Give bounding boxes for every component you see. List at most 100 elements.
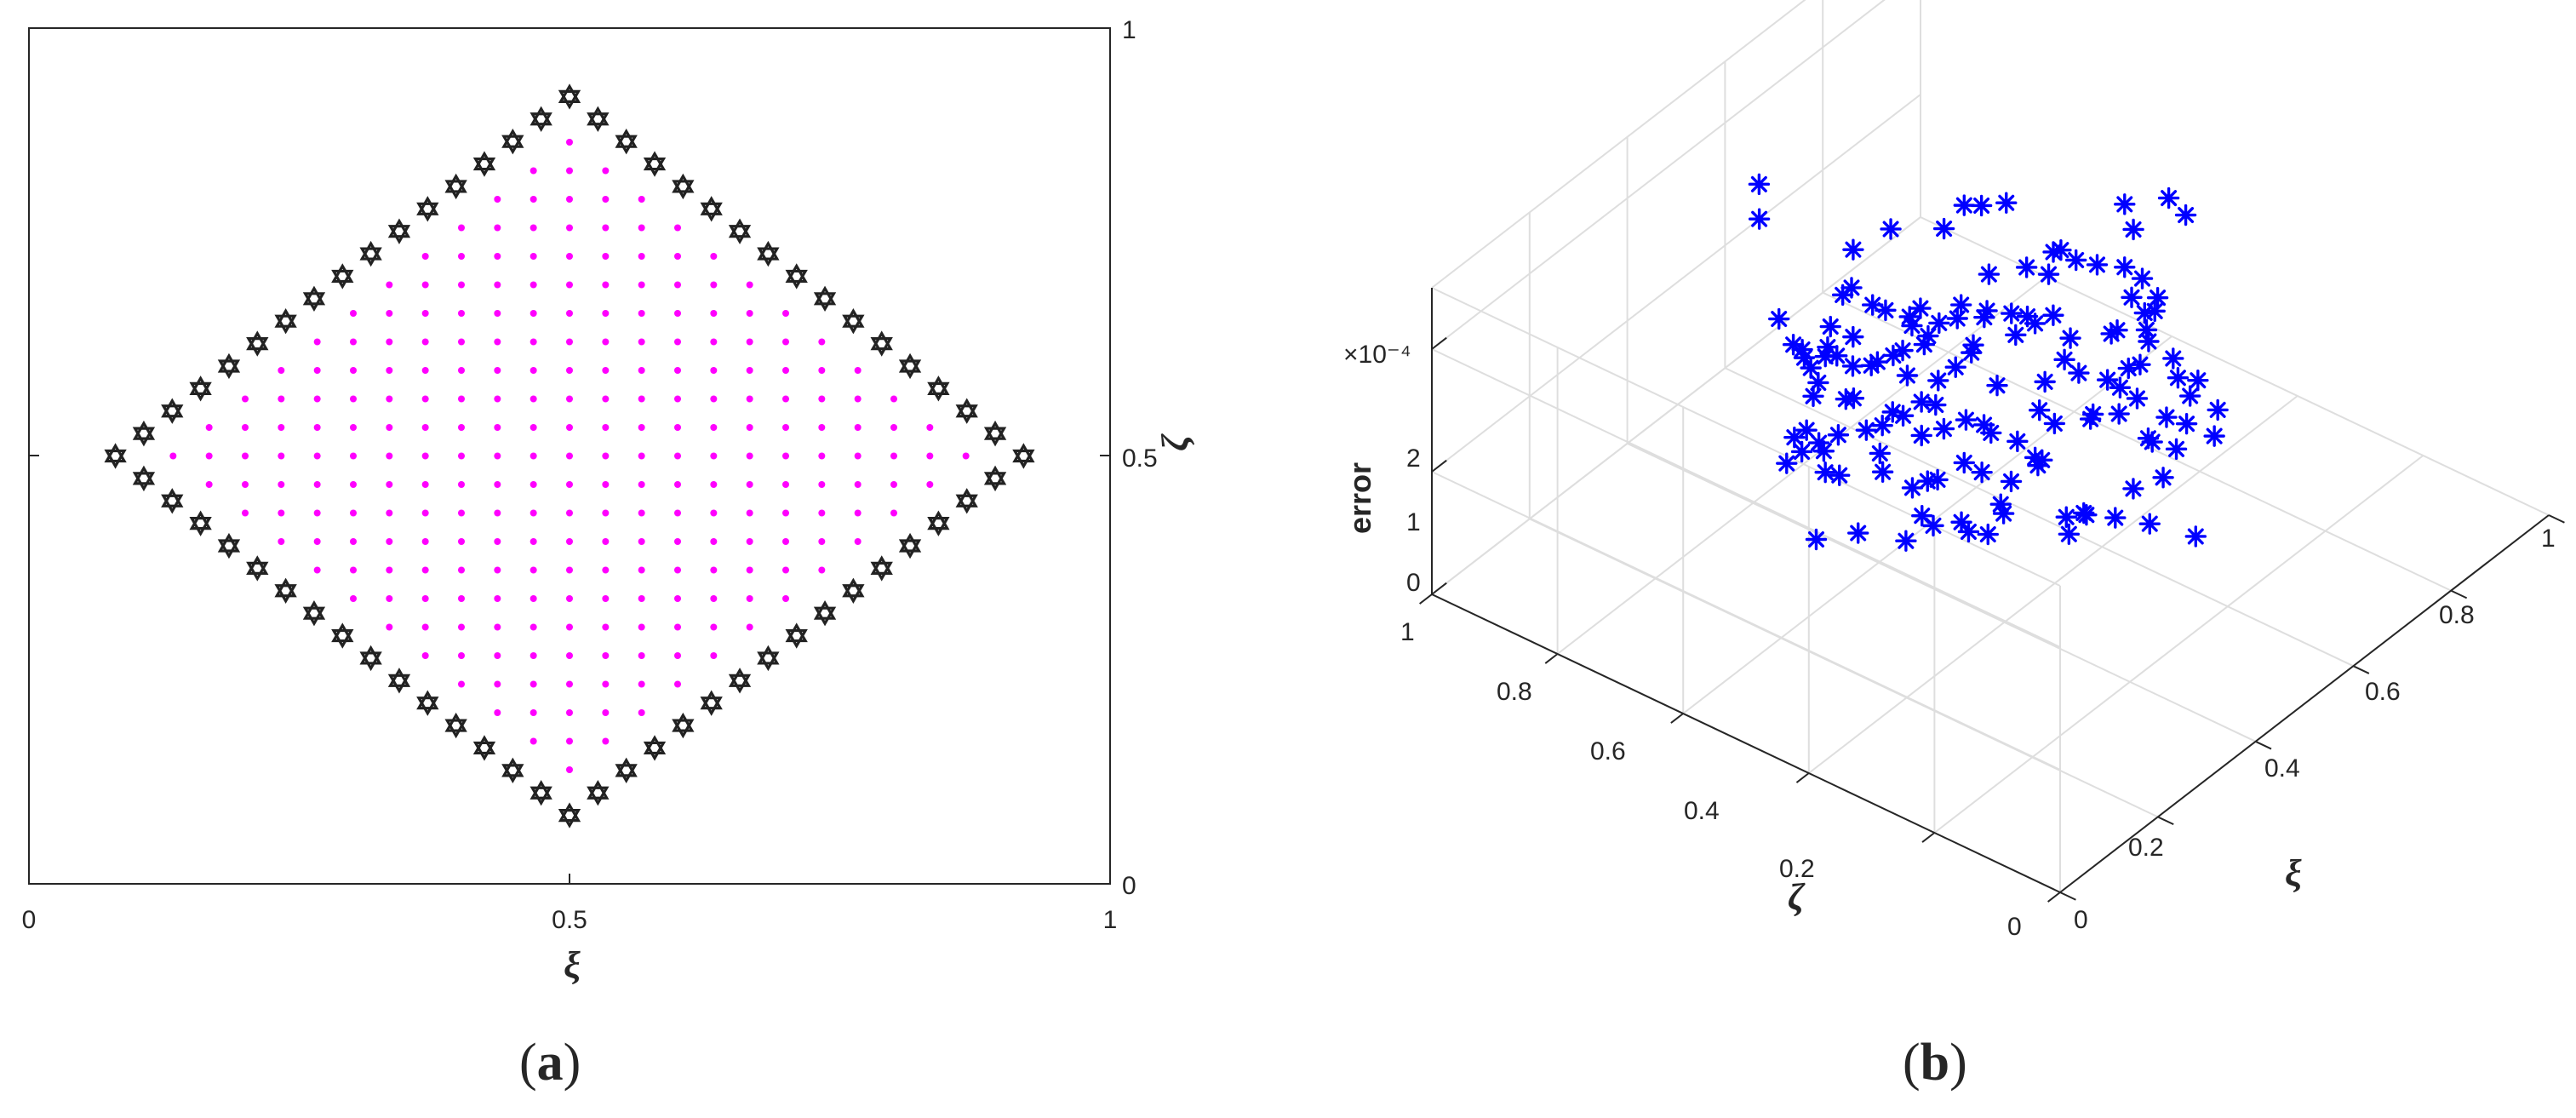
error-point — [1882, 344, 1904, 367]
boundary-star — [956, 489, 977, 513]
xi-tick-mark — [2548, 514, 2565, 524]
error-point — [1949, 294, 1972, 316]
interior-dot — [854, 395, 862, 403]
boundary-star — [786, 264, 807, 289]
interior-dot — [530, 167, 537, 175]
interior-dot — [854, 424, 862, 431]
error-point — [2131, 267, 2154, 290]
interior-dot — [638, 452, 645, 460]
interior-dot — [530, 595, 537, 602]
interior-dot — [818, 424, 826, 431]
interior-dot — [638, 253, 645, 260]
boundary-star — [673, 714, 694, 737]
interior-dot — [674, 338, 681, 346]
boundary-star — [701, 691, 722, 715]
error-point — [2043, 412, 2066, 435]
interior-dot — [494, 595, 501, 602]
interior-dot — [350, 395, 357, 403]
boundary-star — [133, 467, 154, 490]
interior-dot — [890, 395, 897, 403]
interior-dot — [530, 652, 537, 659]
interior-dot — [710, 452, 718, 460]
interior-dot — [674, 452, 681, 460]
xi-tick-mark — [2352, 665, 2370, 674]
interior-dot — [350, 424, 357, 431]
interior-dot — [313, 452, 321, 460]
interior-dot — [674, 680, 681, 688]
interior-dot — [566, 509, 573, 517]
error-point — [2138, 330, 2160, 353]
error-point — [1901, 477, 1924, 499]
interior-dot — [494, 709, 501, 716]
error-point — [1842, 238, 1864, 261]
interior-dot — [530, 509, 537, 517]
error-point — [1909, 297, 1932, 319]
error-point — [1917, 324, 1939, 347]
interior-dot — [421, 481, 429, 488]
error-point — [2005, 324, 2027, 347]
interior-dot — [386, 395, 393, 403]
xi-axis-line — [2059, 514, 2550, 893]
panel-b-grid — [1419, 0, 2565, 903]
interior-dot — [638, 310, 645, 317]
error-point — [2155, 406, 2178, 428]
interior-dot — [566, 652, 573, 659]
error-point — [2068, 362, 2090, 384]
floor-grid-zeta — [1556, 276, 2047, 655]
error-point — [2037, 263, 2060, 285]
boundary-star — [275, 309, 296, 333]
interior-dot — [566, 623, 573, 631]
boundary-star — [332, 264, 353, 289]
error-point — [2184, 525, 2207, 548]
interior-dot — [313, 481, 321, 488]
side-wall-top — [1431, 287, 2061, 587]
interior-dot — [602, 538, 610, 545]
x-tick-label-1: 1 — [1103, 906, 1118, 934]
y-tick-label-05: 0.5 — [1122, 444, 1158, 473]
error-point — [2104, 507, 2127, 529]
interior-dot — [458, 481, 465, 488]
interior-dot — [494, 310, 501, 317]
xi-tick-mark — [2255, 740, 2272, 750]
interior-dot — [421, 281, 429, 289]
interior-dot — [494, 509, 501, 517]
error-point — [2207, 398, 2229, 421]
interior-dot — [386, 338, 393, 346]
interior-dot — [242, 509, 249, 517]
interior-dot — [818, 538, 826, 545]
boundary-star — [758, 242, 779, 266]
xi-tick-mark — [2450, 589, 2468, 599]
interior-dot — [746, 367, 753, 374]
xi-tick-06: 0.6 — [2365, 678, 2401, 706]
xi-tick-04: 0.4 — [2264, 754, 2300, 783]
interior-dot — [386, 623, 393, 631]
interior-dot — [602, 310, 610, 317]
interior-dot — [494, 338, 501, 346]
interior-dot — [782, 367, 789, 374]
interior-dot — [566, 566, 573, 574]
error-point — [1880, 218, 1902, 240]
interior-dot — [566, 595, 573, 602]
error-point — [2138, 513, 2161, 535]
interior-dot — [386, 452, 393, 460]
xi-tick-mark — [2157, 816, 2174, 826]
zeta-tick-04: 0.4 — [1684, 797, 1720, 825]
error-point — [1842, 387, 1865, 410]
interior-dot — [602, 709, 610, 716]
interior-dot — [458, 395, 465, 403]
error-point — [1953, 451, 1975, 474]
error-point — [2106, 319, 2128, 341]
error-point — [1841, 355, 1864, 377]
interior-dot — [746, 310, 753, 317]
error-point — [2058, 523, 2081, 545]
interior-dot — [674, 509, 681, 517]
interior-dot — [602, 196, 610, 203]
interior-dot — [530, 224, 537, 232]
interior-dot — [458, 509, 465, 517]
interior-dot — [566, 310, 573, 317]
error-point — [2114, 193, 2136, 215]
error-point — [1973, 306, 1995, 329]
interior-dot — [386, 281, 393, 289]
interior-dot — [458, 281, 465, 289]
boundary-star — [843, 309, 864, 333]
